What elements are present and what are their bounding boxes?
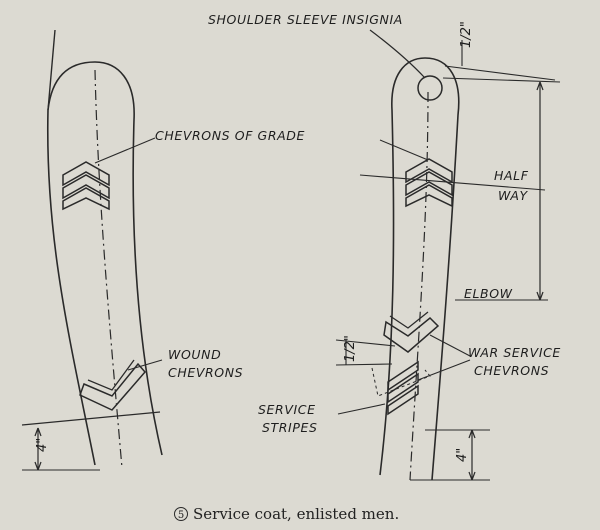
stripes-label: STRIPES xyxy=(262,420,318,435)
right-cuff-dimension-label: 4" xyxy=(455,448,470,462)
right-chevrons-of-grade xyxy=(359,158,546,208)
caption-number: 5 xyxy=(178,510,184,521)
left-cuff-dimension: 4" xyxy=(22,427,100,471)
service-label: SERVICE xyxy=(258,402,316,417)
left-sleeve xyxy=(21,29,163,469)
elbow-label: ELBOW xyxy=(464,286,513,301)
service-stripes xyxy=(371,360,431,416)
wound-label: WOUND xyxy=(168,347,221,362)
chevrons-of-grade-label: CHEVRONS OF GRADE xyxy=(155,128,305,143)
wound-chevrons-label: CHEVRONS xyxy=(168,365,243,380)
shoulder-sleeve-insignia-label: SHOULDER SLEEVE INSIGNIA xyxy=(208,12,403,27)
right-sleeve xyxy=(379,57,460,481)
war-gap-dimension xyxy=(335,339,396,366)
caption: 5 Service coat, enlisted men. xyxy=(174,505,399,523)
caption-text: Service coat, enlisted men. xyxy=(193,505,399,523)
way-label: WAY xyxy=(498,188,528,203)
half-way-dimension xyxy=(455,81,548,301)
leader-lines xyxy=(94,137,471,415)
half-label: HALF xyxy=(494,168,529,183)
war-gap-dimension-label: 1/2" xyxy=(343,335,358,362)
right-cuff-dimension: 4" xyxy=(410,429,490,481)
left-chevrons-of-grade xyxy=(62,161,110,211)
wound-chevrons xyxy=(79,359,146,411)
left-cuff-dimension-label: 4" xyxy=(35,438,50,452)
shoulder-sleeve-insignia xyxy=(369,29,561,101)
war-service-chevrons xyxy=(383,311,440,353)
war-service-label: WAR SERVICE xyxy=(468,345,561,360)
war-chevrons-label: CHEVRONS xyxy=(474,363,549,378)
top-gap-dimension-label: 1/2" xyxy=(459,21,474,48)
